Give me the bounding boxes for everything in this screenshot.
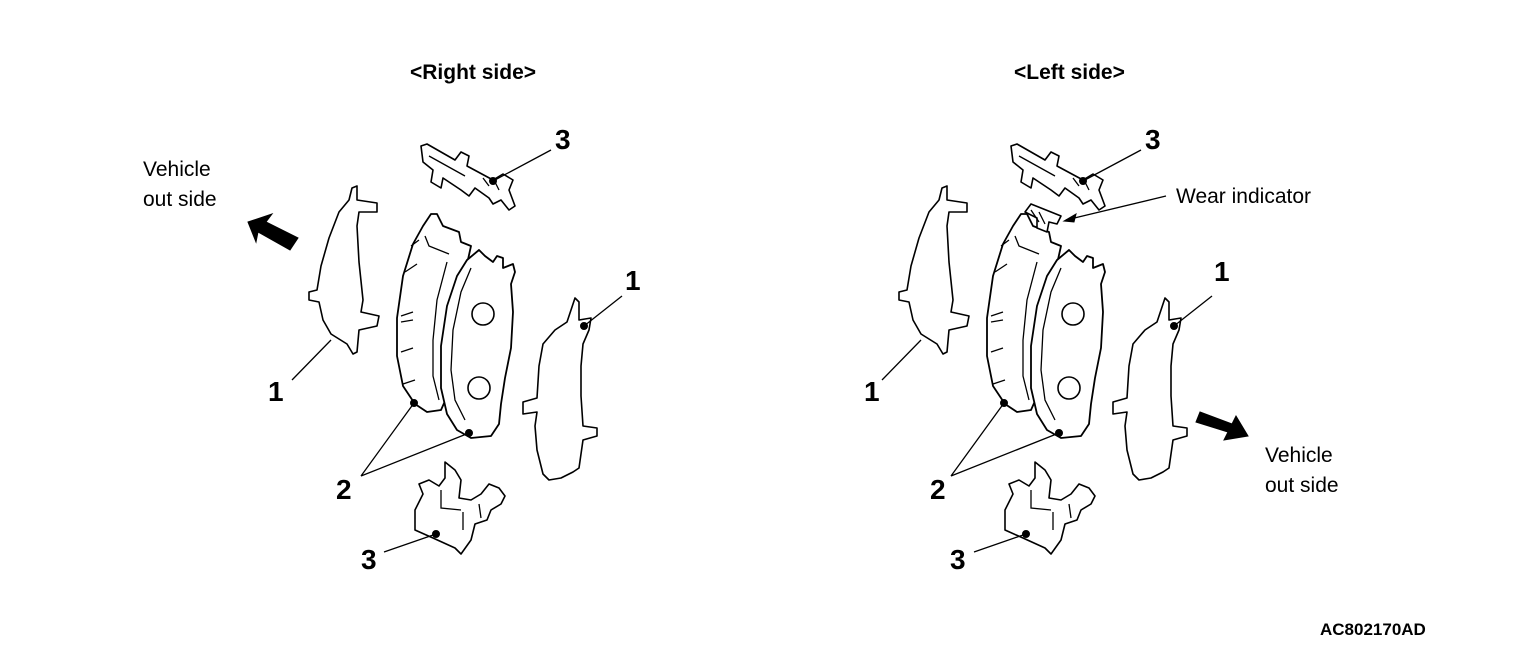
callout-1-outer-right-view: 1 [268,376,284,407]
callout-1-inner-left-view: 1 [1214,256,1230,287]
vehicle-out-side-label-right-view: Vehicle out side [143,155,217,215]
figure-code: AC802170AD [1320,620,1426,639]
left-side-assembly [881,143,1249,555]
left-side-title: <Left side> [1014,61,1125,84]
callout-2-right-view: 2 [336,474,352,505]
callout-3-top-left-view: 3 [1145,124,1161,155]
callout-1-inner-right-view: 1 [625,265,641,296]
wear-indicator-tab [1024,203,1062,233]
callout-3-bottom-left-view: 3 [950,544,966,575]
callout-3-top-right-view: 3 [555,124,571,155]
vehicle-label-line1: Vehicle [1265,444,1333,467]
out-side-label-line2: out side [1265,474,1339,497]
callout-1-outer-left-view: 1 [864,376,880,407]
vehicle-out-side-arrow-right [1195,411,1249,441]
vehicle-label-line1: Vehicle [143,158,211,181]
wear-indicator-label: Wear indicator [1176,185,1312,208]
vehicle-out-side-arrow-left [247,213,299,251]
right-side-title: <Right side> [410,61,537,84]
right-side-assembly [247,143,623,555]
out-side-label-line2: out side [143,188,217,211]
callout-3-bottom-right-view: 3 [361,544,377,575]
vehicle-out-side-label-left-view: Vehicle out side [1265,441,1339,501]
callout-2-left-view: 2 [930,474,946,505]
